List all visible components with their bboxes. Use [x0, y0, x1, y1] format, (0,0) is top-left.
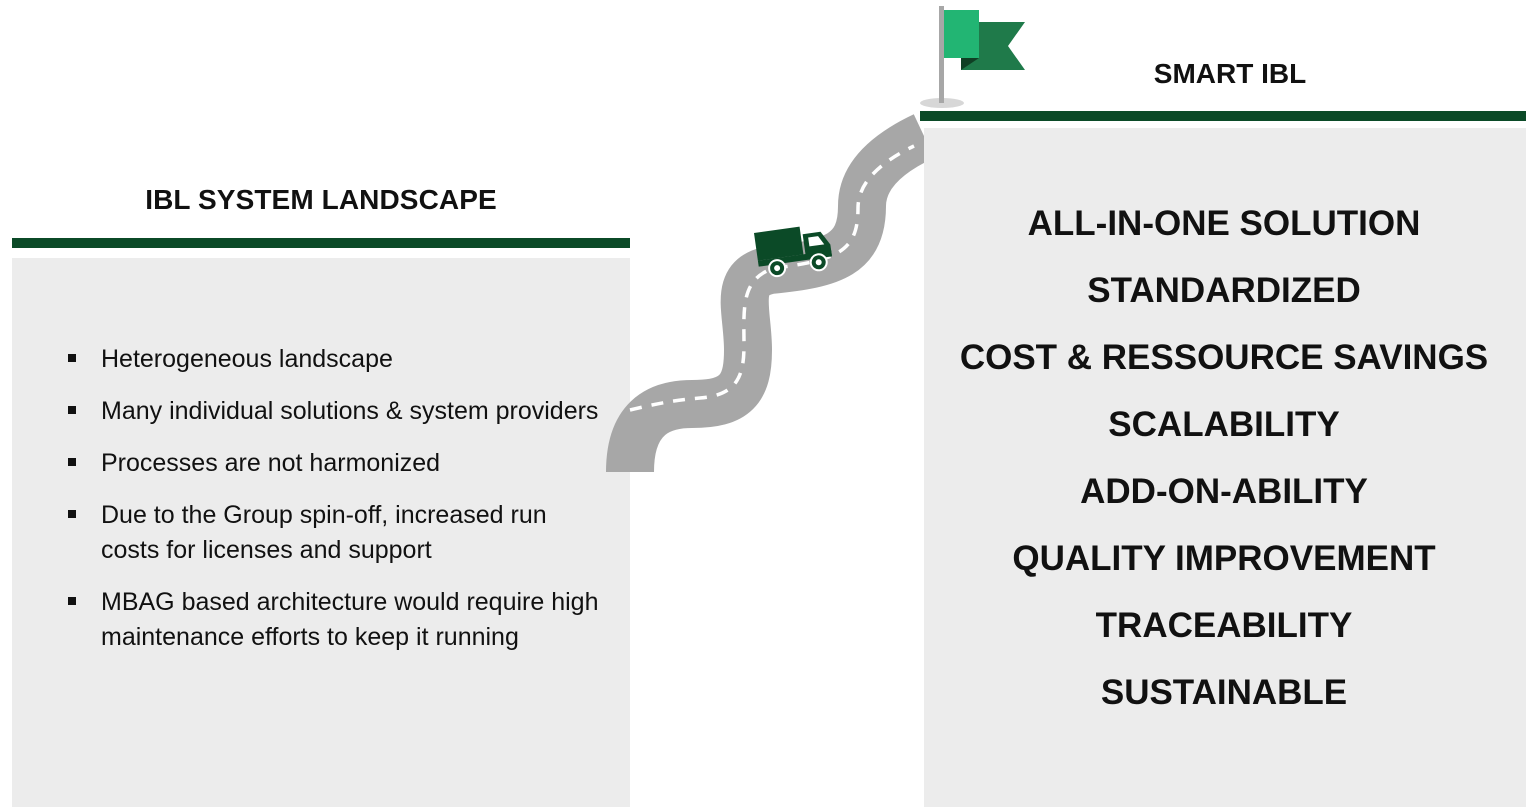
benefit-item: SUSTAINABLE [1100, 673, 1348, 712]
bullet-square-icon [68, 510, 76, 518]
left-bullet-list: Heterogeneous landscape Many individual … [68, 342, 608, 672]
right-content-panel: ALL-IN-ONE SOLUTION STANDARDIZED COST & … [924, 128, 1526, 807]
bullet-item: Processes are not harmonized [68, 446, 608, 481]
right-title-rule [920, 111, 1526, 121]
bullet-square-icon [68, 354, 76, 362]
bullet-square-icon [68, 406, 76, 414]
truck-icon [754, 226, 833, 278]
bullet-text: Heterogeneous landscape [101, 345, 393, 373]
bullet-item: MBAG based architecture would require hi… [68, 585, 608, 655]
bullet-text: Due to the Group spin-off, increased run… [101, 501, 547, 564]
right-section-title: SMART IBL [1153, 58, 1307, 89]
bullet-item: Due to the Group spin-off, increased run… [68, 498, 608, 568]
benefit-item: QUALITY IMPROVEMENT [1012, 539, 1436, 578]
bullet-item: Heterogeneous landscape [68, 342, 608, 377]
bullet-item: Many individual solutions & system provi… [68, 394, 608, 429]
benefit-item: ALL-IN-ONE SOLUTION [1027, 204, 1421, 243]
benefit-item: SCALABILITY [1108, 405, 1340, 444]
bullet-text: Processes are not harmonized [101, 449, 441, 477]
benefit-item: COST & RESSOURCE SAVINGS [959, 338, 1489, 377]
bullet-square-icon [68, 597, 76, 605]
benefit-list: ALL-IN-ONE SOLUTION STANDARDIZED COST & … [904, 201, 1526, 737]
left-section-title: IBL SYSTEM LANDSCAPE [145, 184, 497, 215]
left-content-panel: Heterogeneous landscape Many individual … [12, 258, 630, 807]
left-title-rule [12, 238, 630, 248]
benefit-item: ADD-ON-ABILITY [1080, 472, 1368, 511]
benefit-item: TRACEABILITY [1095, 606, 1353, 645]
benefit-item: STANDARDIZED [1087, 271, 1361, 310]
bullet-square-icon [68, 458, 76, 466]
bullet-text: MBAG based architecture would require hi… [101, 588, 599, 651]
bullet-text: Many individual solutions & system provi… [101, 397, 599, 425]
